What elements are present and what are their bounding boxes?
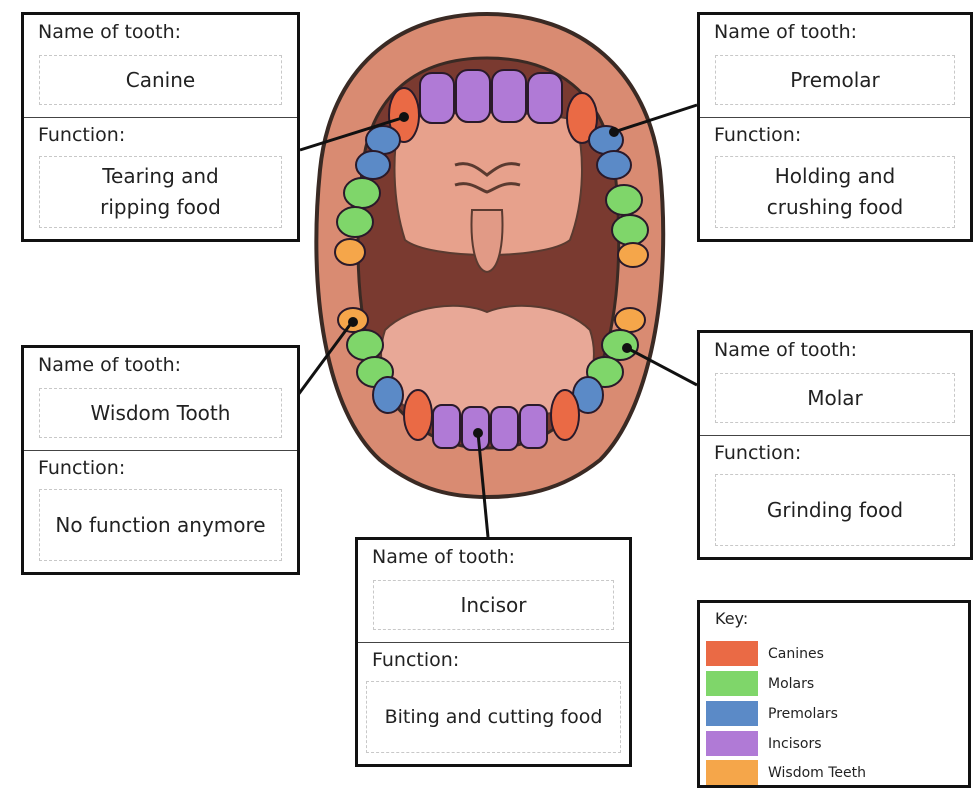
name-label: Name of tooth: (714, 339, 857, 361)
name-label: Name of tooth: (714, 21, 857, 43)
name-section: Name of tooth: Canine (24, 15, 297, 118)
function-label: Function: (714, 442, 801, 464)
card-molar: Name of tooth: Molar Function: Grinding … (697, 330, 973, 560)
key-item-canines: Canines (706, 641, 824, 666)
function-label: Function: (38, 124, 125, 146)
function-label: Function: (372, 649, 459, 671)
card-incisor: Name of tooth: Incisor Function: Biting … (355, 537, 632, 767)
key-legend: Key: Canines Molars Premolars Incisors W… (697, 600, 971, 788)
function-answer-box[interactable]: Biting and cutting food (366, 681, 621, 753)
name-section: Name of tooth: Premolar (700, 15, 970, 118)
card-premolar: Name of tooth: Premolar Function: Holdin… (697, 12, 973, 242)
function-answer-box[interactable]: Grinding food (715, 474, 955, 546)
function-label: Function: (38, 457, 125, 479)
name-label: Name of tooth: (38, 21, 181, 43)
name-answer-box[interactable]: Molar (715, 373, 955, 423)
key-item-incisors: Incisors (706, 731, 822, 756)
key-label: Molars (768, 676, 814, 692)
name-section: Name of tooth: Incisor (358, 540, 629, 643)
name-section: Name of tooth: Molar (700, 333, 970, 436)
key-swatch (706, 641, 758, 666)
key-item-molars: Molars (706, 671, 814, 696)
name-answer-box[interactable]: Wisdom Tooth (39, 388, 282, 438)
key-swatch (706, 671, 758, 696)
name-section: Name of tooth: Wisdom Tooth (24, 348, 297, 451)
key-label: Wisdom Teeth (768, 765, 866, 781)
key-title: Key: (715, 609, 748, 628)
function-answer-box[interactable]: Holding and crushing food (715, 156, 955, 228)
name-label: Name of tooth: (372, 546, 515, 568)
name-label: Name of tooth: (38, 354, 181, 376)
name-answer-box[interactable]: Incisor (373, 580, 614, 630)
key-label: Premolars (768, 706, 838, 722)
key-label: Canines (768, 646, 824, 662)
function-label: Function: (714, 124, 801, 146)
key-swatch (706, 760, 758, 785)
card-canine: Name of tooth: Canine Function: Tearing … (21, 12, 300, 242)
function-answer-box[interactable]: No function anymore (39, 489, 282, 561)
card-wisdom-tooth: Name of tooth: Wisdom Tooth Function: No… (21, 345, 300, 575)
key-item-premolars: Premolars (706, 701, 838, 726)
function-answer-box[interactable]: Tearing and ripping food (39, 156, 282, 228)
key-swatch (706, 731, 758, 756)
key-label: Incisors (768, 736, 822, 752)
key-swatch (706, 701, 758, 726)
key-item-wisdom-teeth: Wisdom Teeth (706, 760, 866, 785)
name-answer-box[interactable]: Canine (39, 55, 282, 105)
name-answer-box[interactable]: Premolar (715, 55, 955, 105)
